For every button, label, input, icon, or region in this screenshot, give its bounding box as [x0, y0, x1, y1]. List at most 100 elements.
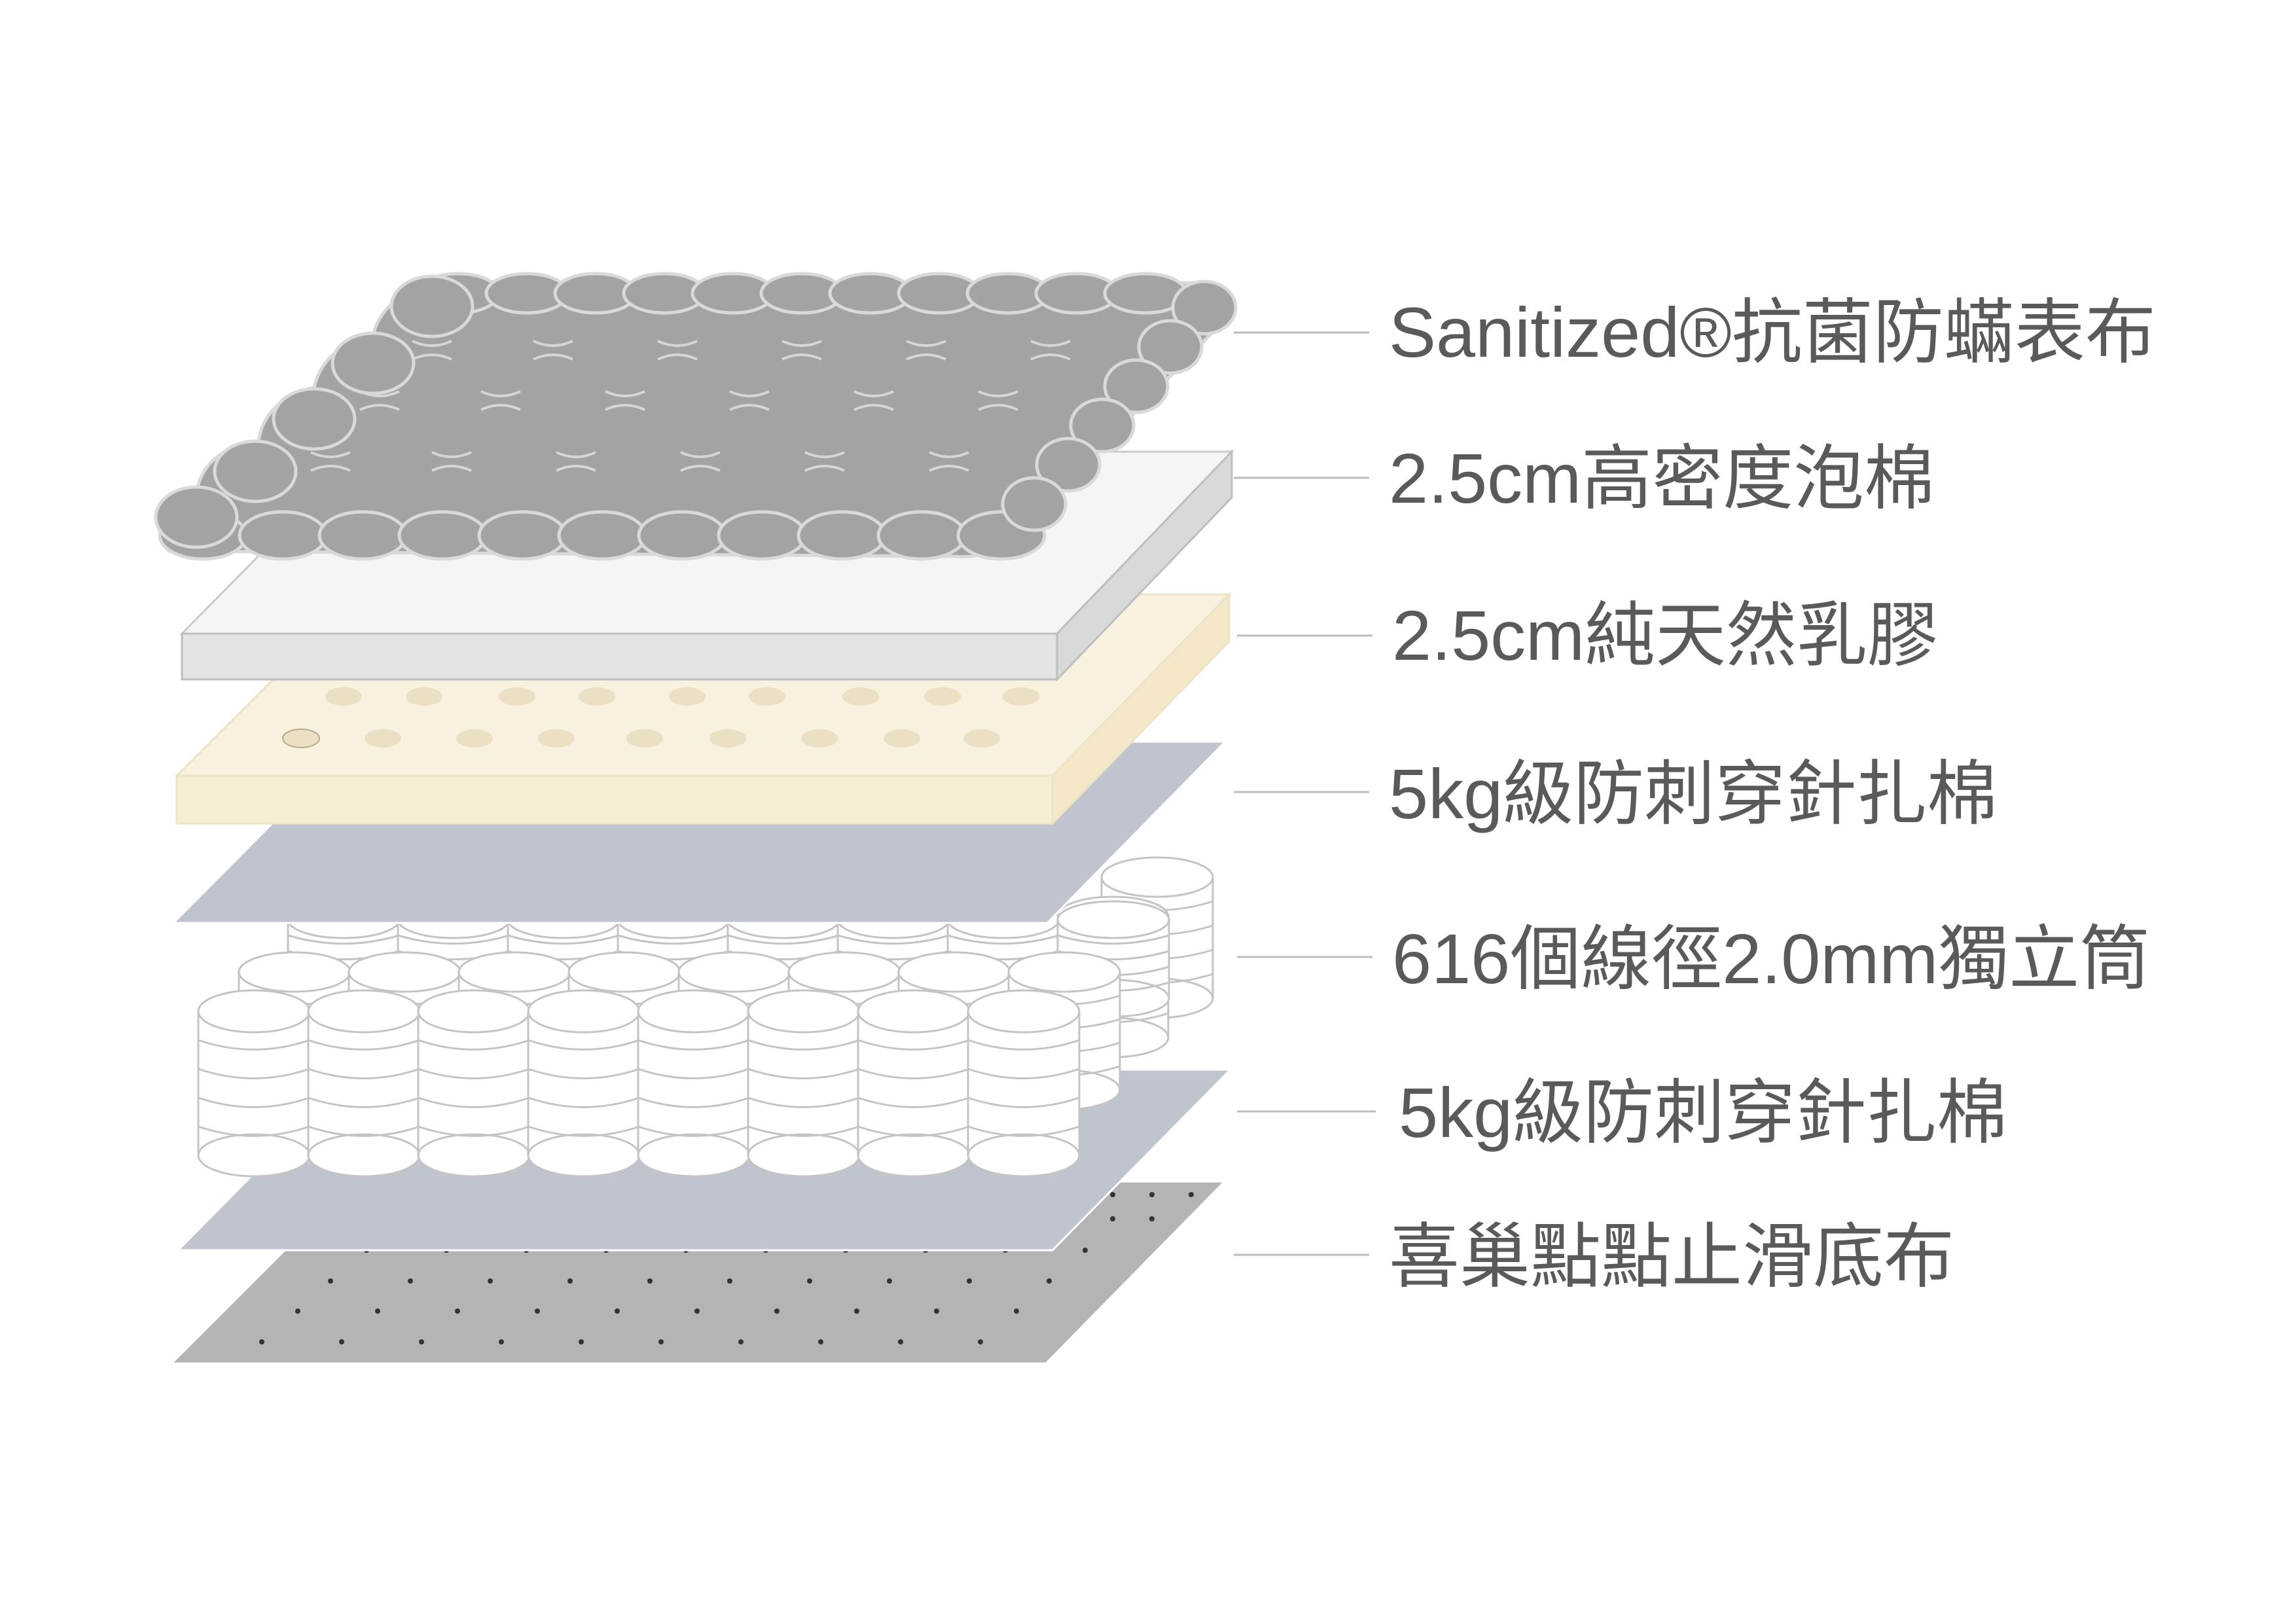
- spring-top: [787, 951, 901, 993]
- spring-bottom: [747, 1133, 861, 1178]
- spring-ring: [308, 1068, 420, 1079]
- label-base: 喜巢點點止滑底布: [1389, 1217, 1954, 1296]
- spring-bottom: [307, 1133, 421, 1178]
- base-dot: [295, 1308, 300, 1314]
- spring-ring: [287, 934, 400, 945]
- foam-side: [1056, 449, 1233, 682]
- spring-coil: [967, 989, 1081, 1178]
- spring-ring: [418, 1125, 530, 1137]
- base-dot: [818, 1339, 823, 1344]
- base-dot: [887, 1278, 892, 1284]
- fabric-scallop: [557, 510, 647, 561]
- spring-bottom: [417, 1133, 531, 1178]
- base-dot: [1110, 1216, 1115, 1221]
- fabric-scallop: [154, 485, 239, 549]
- base-dot: [738, 1339, 744, 1344]
- fabric-stitch: [431, 451, 472, 458]
- spring-top: [1056, 900, 1170, 939]
- fabric-scallop: [1137, 319, 1204, 375]
- base-dot: [488, 1278, 493, 1284]
- spring-ring: [637, 1096, 750, 1108]
- latex-hole: [626, 729, 663, 748]
- base-dot: [967, 1278, 972, 1284]
- fabric-stitch: [480, 404, 521, 411]
- spring-top: [1100, 856, 1214, 898]
- fabric-scallop: [317, 510, 408, 561]
- fabric-stitch: [978, 390, 1018, 397]
- fabric-scallop: [331, 331, 416, 395]
- label-latex: 2.5cm純天然乳膠: [1392, 596, 1938, 675]
- spring-top: [897, 951, 1011, 993]
- latex-hole: [282, 729, 320, 748]
- spring-top: [567, 951, 681, 993]
- latex-hole: [325, 687, 362, 706]
- fabric-scallop: [477, 510, 567, 561]
- latex-hole: [842, 687, 879, 706]
- spring-ring: [947, 934, 1060, 945]
- latex-hole: [924, 687, 961, 706]
- latex-hole: [801, 729, 838, 748]
- spring-bottom: [527, 1133, 641, 1178]
- spring-ring: [637, 1039, 750, 1051]
- latex-hole: [406, 687, 442, 706]
- spring-top: [348, 951, 461, 993]
- spring-ring: [747, 1068, 860, 1079]
- spring-ring: [837, 934, 950, 945]
- spring-top: [857, 989, 971, 1034]
- fabric-stitch: [1030, 340, 1071, 347]
- fabric-stitch: [533, 353, 573, 361]
- fabric-scallops: [154, 272, 1238, 561]
- fabric-scallop: [272, 387, 357, 451]
- spring-coil: [527, 989, 641, 1178]
- fabric-stitch: [310, 465, 351, 472]
- spring-ring: [637, 1125, 750, 1137]
- label-springs: 616個線徑2.0mm獨立筒: [1392, 919, 2150, 998]
- base-dot: [567, 1278, 573, 1284]
- latex-hole: [884, 729, 920, 748]
- fabric-stitch: [657, 340, 698, 347]
- fabric-stitch: [605, 404, 645, 411]
- fabric-scallop: [1001, 476, 1067, 532]
- fabric-stitch: [853, 404, 894, 411]
- spring-top: [677, 951, 791, 993]
- spring-coil: [747, 989, 861, 1178]
- base-dot: [727, 1278, 732, 1284]
- base-dot: [615, 1308, 620, 1314]
- fabric-stitch: [804, 451, 845, 458]
- spring-coil: [857, 989, 971, 1178]
- spring-top: [417, 989, 531, 1034]
- label-fabric: Sanitized®抗菌防蟎表布: [1389, 293, 2156, 372]
- fabric-scallop: [637, 510, 727, 561]
- base-dot: [1149, 1216, 1155, 1221]
- fabric-stitch: [929, 451, 969, 458]
- spring-ring: [198, 1039, 310, 1051]
- latex-hole: [963, 729, 1000, 748]
- spring-top: [527, 989, 641, 1034]
- latex-hole: [579, 687, 615, 706]
- spring-bottom: [637, 1133, 751, 1178]
- fabric-stitch: [929, 465, 969, 472]
- fabric-scallop: [797, 510, 887, 561]
- base-dot: [579, 1339, 584, 1344]
- latex-hole: [749, 687, 785, 706]
- spring-top: [967, 989, 1081, 1034]
- fabric-stitch: [804, 465, 845, 472]
- fabric-stitch: [657, 353, 698, 361]
- spring-ring: [528, 1039, 640, 1051]
- base-dot: [658, 1339, 664, 1344]
- foam-front: [181, 632, 1058, 681]
- spring-bottom: [857, 1133, 971, 1178]
- base-dot: [934, 1308, 939, 1314]
- spring-top: [197, 989, 311, 1034]
- base-dot: [1047, 1278, 1052, 1284]
- fabric-scallop: [876, 510, 967, 561]
- base-dot: [898, 1339, 903, 1344]
- fabric-stitch: [1030, 353, 1071, 361]
- spring-ring: [857, 1039, 970, 1051]
- fabric-stitch: [359, 404, 400, 411]
- fabric-stitch: [978, 404, 1018, 411]
- latex-holes: [282, 687, 1039, 748]
- base-dot: [978, 1339, 983, 1344]
- fabric-stitch: [853, 390, 894, 397]
